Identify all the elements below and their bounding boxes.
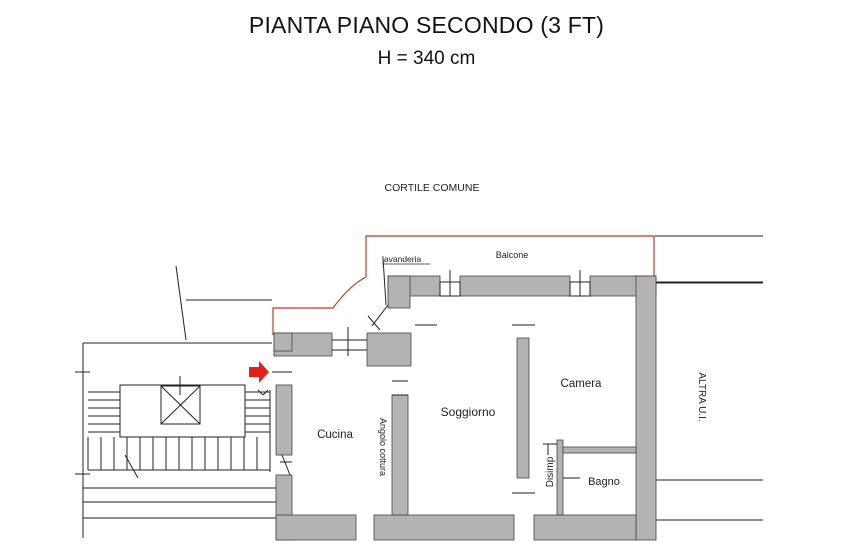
- bedroom-label: Camera: [561, 378, 603, 390]
- walls: [273, 275, 657, 541]
- kitchen-label: Cucina: [317, 429, 353, 441]
- courtyard-label: CORTILE COMUNE: [385, 182, 480, 194]
- staircase: [87, 376, 271, 479]
- hallway-label: Disimp: [545, 456, 556, 487]
- context-lines: [75, 235, 763, 538]
- openings: [280, 257, 591, 494]
- balcony-outline: [272, 235, 655, 335]
- balcony-label: Balcone: [496, 250, 529, 260]
- entrance-arrow: [249, 361, 269, 383]
- cooking-corner-label: Angolo cottura: [378, 418, 388, 476]
- bathroom-label: Bagno: [588, 476, 620, 488]
- page-subtitle: H = 340 cm: [377, 48, 476, 69]
- laundry-label: lavanderia: [382, 254, 421, 264]
- living-room-label: Soggiorno: [441, 405, 496, 419]
- other-unit-label: ALTRA U.I.: [696, 372, 707, 421]
- page-title: PIANTA PIANO SECONDO (3 FT): [248, 12, 605, 38]
